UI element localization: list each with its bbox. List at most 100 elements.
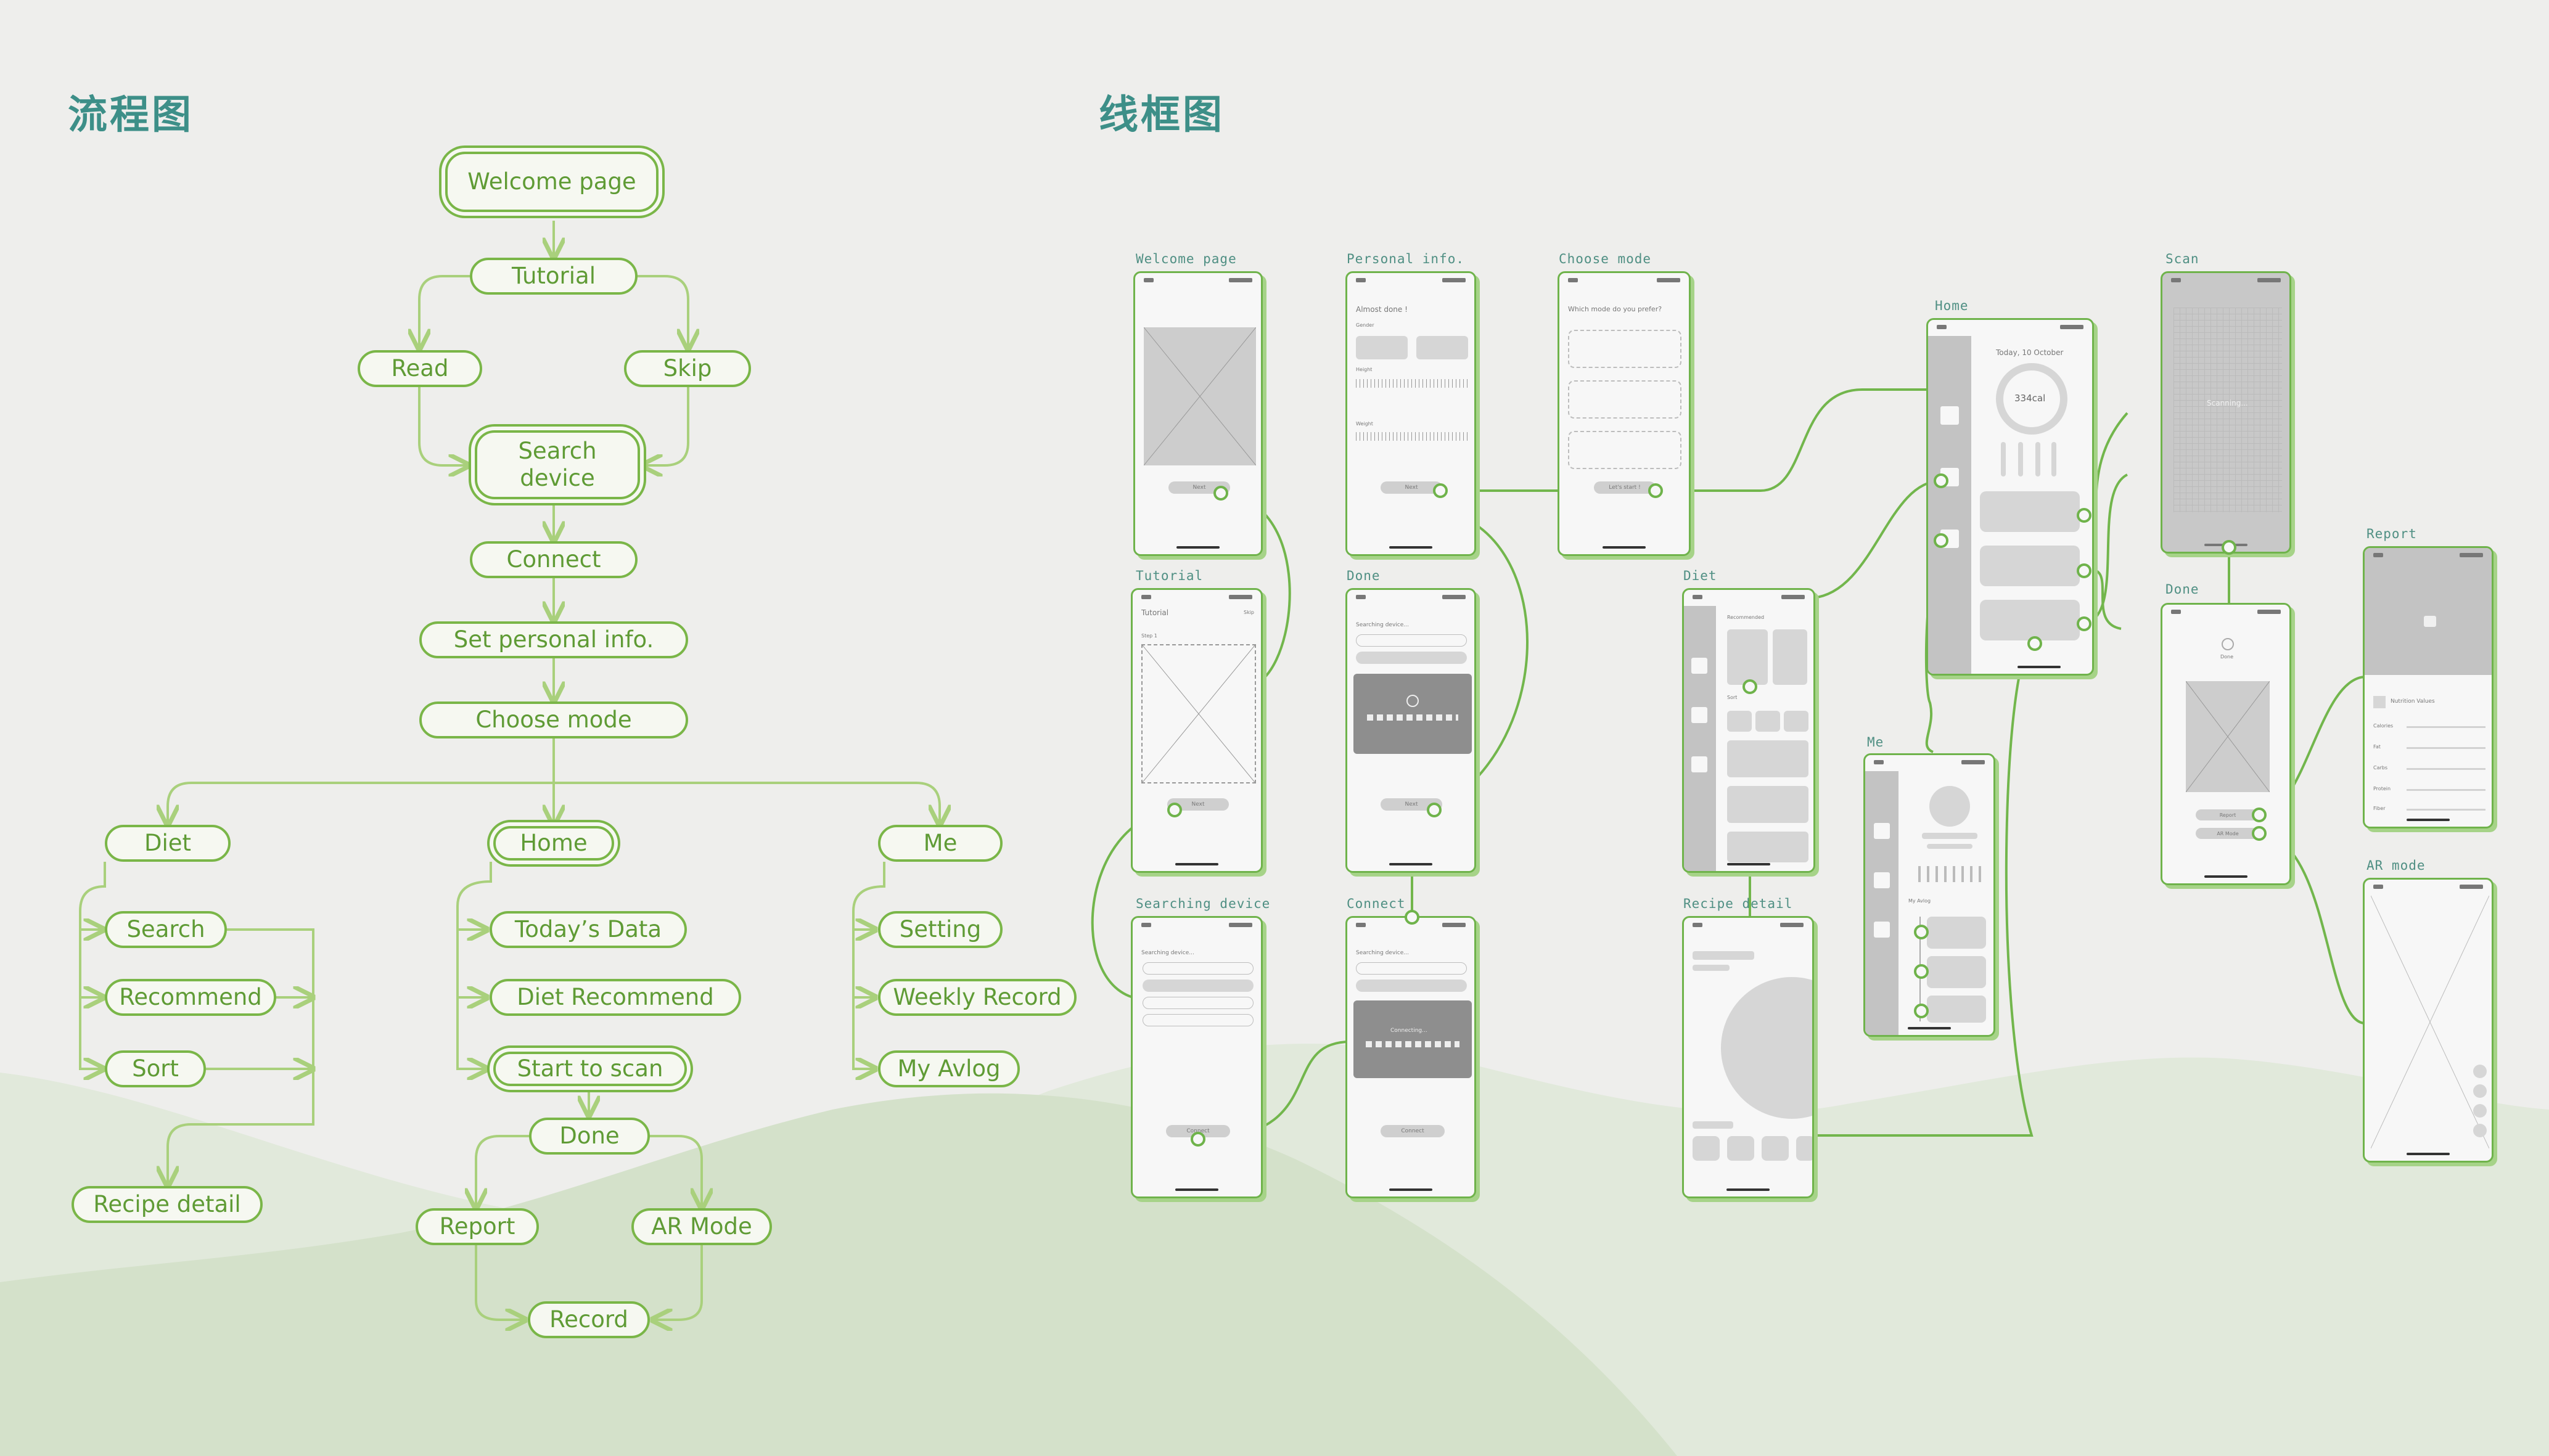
- diet-nav-icon-2[interactable]: [1691, 707, 1707, 723]
- ar-tool-1[interactable]: [2473, 1065, 2487, 1078]
- stat-bar-3: [2035, 442, 2040, 476]
- connector-dot: [1914, 925, 1929, 939]
- avlog-item-1[interactable]: [1927, 917, 1986, 949]
- ar-mode-button[interactable]: AR Mode: [2196, 828, 2260, 839]
- sort-chip-2[interactable]: [1755, 711, 1780, 732]
- connector-dot: [1914, 1004, 1929, 1018]
- ar-tool-3[interactable]: [2473, 1104, 2487, 1118]
- flow-node-set-personal-info: Set personal info.: [419, 621, 688, 658]
- user-info-placeholder: [1927, 844, 1972, 849]
- start-button[interactable]: Let's start !: [1594, 481, 1656, 494]
- report-button[interactable]: Report: [2196, 809, 2260, 820]
- flow-node-recommend: Recommend: [105, 979, 276, 1016]
- flow-node-diet-recommend: Diet Recommend: [490, 979, 741, 1016]
- flow-node-ar-mode: AR Mode: [631, 1208, 772, 1245]
- home-card-2[interactable]: [1980, 546, 2080, 586]
- stat-bar-4: [2051, 442, 2056, 476]
- searching-status: Searching device...: [1141, 950, 1194, 956]
- me-nav-icon-1[interactable]: [1874, 823, 1890, 839]
- connector-dot: [1648, 483, 1663, 498]
- home-sidebar: [1928, 336, 1971, 674]
- recipe-title-placeholder: [1693, 951, 1754, 960]
- wireframe-me: My Avlog: [1863, 753, 1995, 1037]
- wireframe-done-setup: Searching device... Next: [1345, 588, 1476, 873]
- ingredient-2[interactable]: [1727, 1136, 1754, 1161]
- recommend-card-2[interactable]: [1773, 629, 1807, 685]
- device-row-1: [1356, 962, 1467, 975]
- connector-dot: [1914, 964, 1929, 979]
- report-row-fat: Fat: [2373, 744, 2381, 750]
- mode-option-1[interactable]: [1568, 330, 1681, 368]
- flow-node-choose-mode: Choose mode: [419, 701, 688, 738]
- connector-dot: [2077, 563, 2091, 578]
- diet-list-item-3[interactable]: [1727, 832, 1808, 862]
- device-row-2[interactable]: [1143, 980, 1254, 992]
- next-button[interactable]: Next: [1381, 481, 1442, 494]
- wireframe-connect: Searching device... Connecting... Connec…: [1345, 916, 1476, 1198]
- ingredient-1[interactable]: [1693, 1136, 1720, 1161]
- connect-button[interactable]: Connect: [1166, 1125, 1230, 1137]
- wireframe-label-scan: Scan: [2165, 252, 2199, 266]
- sort-label: Sort: [1727, 695, 1738, 700]
- connector-dot: [1934, 533, 1948, 548]
- flow-node-connect: Connect: [470, 541, 638, 578]
- me-nav-icon-2[interactable]: [1874, 872, 1890, 888]
- diet-list-item-2[interactable]: [1727, 786, 1808, 823]
- scan-status: Scanning...: [2207, 399, 2248, 407]
- report-row-fiber: Fiber: [2373, 806, 2386, 811]
- skip-link[interactable]: Skip: [1244, 610, 1255, 615]
- weekly-record-bars: [1918, 866, 1982, 882]
- diet-list-item-1[interactable]: [1727, 740, 1808, 777]
- sort-chip-1[interactable]: [1727, 711, 1752, 732]
- recipe-dish-image: [1721, 977, 1812, 1119]
- wireframe-label-diet: Diet: [1683, 568, 1717, 583]
- gender-option-a[interactable]: [1356, 336, 1408, 359]
- diet-nav-icon-3[interactable]: [1691, 756, 1707, 772]
- diet-nav-icon-1[interactable]: [1691, 658, 1707, 674]
- device-row-3[interactable]: [1143, 997, 1254, 1009]
- device-row-1[interactable]: [1143, 962, 1254, 975]
- calorie-value: 334cal: [2014, 393, 2046, 404]
- ar-tool-2[interactable]: [2473, 1084, 2487, 1098]
- sort-chip-3[interactable]: [1784, 711, 1808, 732]
- recommend-card-1[interactable]: [1727, 629, 1768, 685]
- ingredient-4[interactable]: [1796, 1136, 1812, 1161]
- device-row-4[interactable]: [1143, 1014, 1254, 1026]
- wireframe-choose-mode: Which mode do you prefer? Let's start !: [1558, 271, 1691, 556]
- home-card-3[interactable]: [1980, 600, 2080, 640]
- flow-node-search-device: Search device: [475, 430, 640, 499]
- weight-ruler[interactable]: [1356, 432, 1468, 441]
- ar-tool-4[interactable]: [2473, 1124, 2487, 1137]
- connect-button[interactable]: Connect: [1381, 1125, 1445, 1137]
- ingredient-3[interactable]: [1762, 1136, 1789, 1161]
- flow-node-sort: Sort: [105, 1050, 206, 1087]
- height-ruler[interactable]: [1356, 379, 1468, 388]
- wireframe-heading: 线框图: [1099, 92, 1225, 138]
- progress-dots: [1367, 714, 1458, 721]
- flow-node-tutorial: Tutorial: [470, 258, 638, 295]
- flow-node-start-to-scan: Start to scan: [493, 1052, 687, 1086]
- connected-panel: [1353, 674, 1472, 754]
- connecting-text: Connecting...: [1390, 1028, 1427, 1034]
- image-placeholder: [2186, 681, 2270, 792]
- avlog-item-2[interactable]: [1927, 956, 1986, 988]
- wireframe-welcome-page: Next: [1133, 271, 1263, 556]
- me-nav-icon-3[interactable]: [1874, 922, 1890, 938]
- home-card-1[interactable]: [1980, 491, 2080, 532]
- flowchart-heading: 流程图: [68, 92, 194, 138]
- avlog-item-3[interactable]: [1927, 996, 1986, 1023]
- my-avlog-label: My Avlog: [1908, 898, 1931, 904]
- connector-dot: [1742, 679, 1757, 694]
- image-icon: [2424, 616, 2436, 627]
- connector-dot: [2077, 508, 2091, 523]
- gender-label: Gender: [1356, 322, 1374, 328]
- mode-option-2[interactable]: [1568, 380, 1681, 419]
- nutrition-heading: Nutrition Values: [2391, 698, 2435, 705]
- home-nav-icon-1[interactable]: [1940, 406, 1959, 425]
- gender-option-b[interactable]: [1416, 336, 1468, 359]
- next-button[interactable]: Next: [1167, 798, 1229, 811]
- mode-option-3[interactable]: [1568, 431, 1681, 469]
- flow-node-done: Done: [529, 1118, 650, 1155]
- ingredients-label-placeholder: [1693, 1121, 1733, 1129]
